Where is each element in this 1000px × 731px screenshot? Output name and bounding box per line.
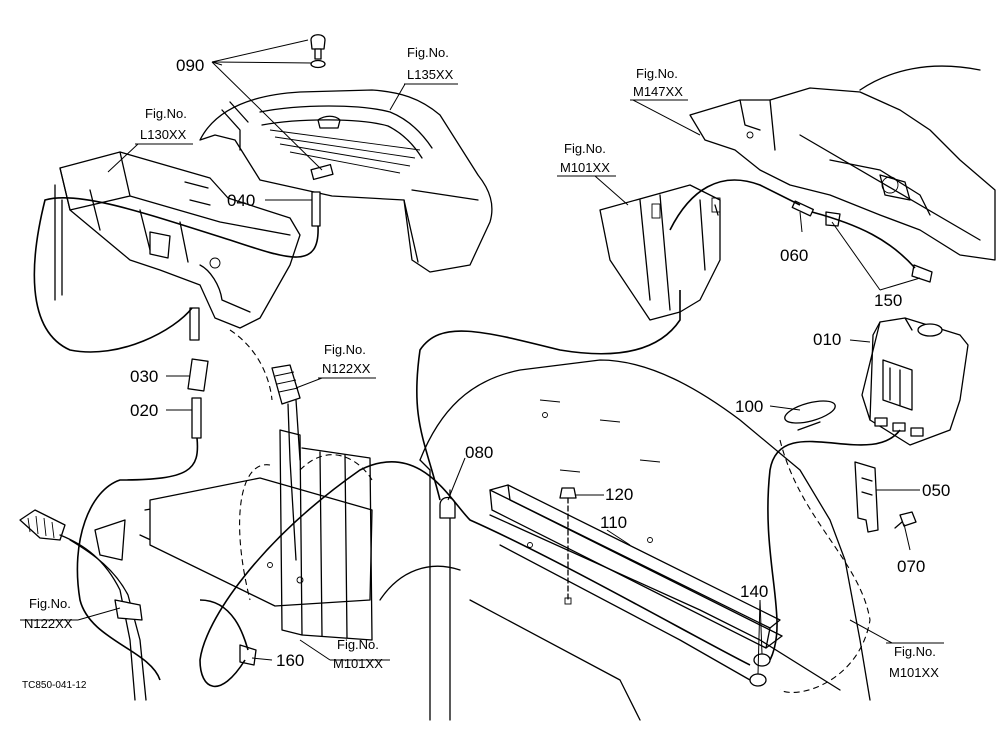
svg-text:Fig.No.: Fig.No.: [145, 106, 187, 121]
bolt-070-illustration: [894, 511, 917, 529]
fig-ref-frame-lower-mid: Fig.No. M101XX: [330, 637, 390, 671]
drawing-id: TC850-041-12: [22, 680, 87, 691]
part-label-110: 110: [600, 513, 627, 532]
fig-ref-number: M147XX: [633, 84, 683, 99]
pedal-left-illustration: [19, 509, 147, 701]
bolt-120-illustration: [559, 487, 577, 605]
rops-frame-illustration: [54, 151, 301, 329]
part-label-140: 140: [740, 582, 768, 601]
part-label-080: 080: [465, 443, 493, 462]
part-label-020: 020: [130, 401, 158, 420]
svg-text:Fig.No.: Fig.No.: [337, 637, 379, 652]
clamp-140-illustration: [749, 653, 771, 687]
bracket-050-illustration: [854, 461, 879, 533]
knob-090-illustration: [310, 34, 326, 69]
upper-mid-frame-illustration: [599, 184, 721, 321]
fig-ref-pedal-left: Fig.No. N122XX: [20, 596, 78, 631]
part-label-070: 070: [897, 557, 925, 576]
fender-illustration: [199, 89, 493, 273]
part-label-030: 030: [130, 367, 158, 386]
fig-ref-number: M101XX: [333, 656, 383, 671]
cable-parts: [187, 191, 933, 666]
fig-ref-pedal-mid: Fig.No. N122XX: [318, 342, 376, 379]
fig-ref-frame-upper: Fig.No. M101XX: [557, 141, 616, 177]
part-label-160: 160: [276, 651, 304, 670]
fig-ref-number: L135XX: [407, 67, 454, 82]
svg-text:Fig.No.: Fig.No.: [324, 342, 366, 357]
svg-text:Fig.No.: Fig.No.: [407, 45, 449, 60]
channel-110-illustration: [489, 484, 783, 649]
dash-frame-illustration: [689, 65, 996, 261]
fig-ref-frame-lower-right: Fig.No. M101XX: [886, 642, 944, 680]
lower-frame-illustration: [139, 359, 871, 721]
reservoir-010-illustration: [861, 317, 969, 446]
hidden-lines: [229, 329, 871, 693]
svg-text:Fig.No.: Fig.No.: [894, 644, 936, 659]
fig-ref-rops-frame: Fig.No. L130XX: [135, 106, 193, 145]
part-labels: 090 040 030 020 060 150 010 100 050 070 …: [130, 56, 950, 670]
leader-lines: [77, 39, 921, 675]
fig-ref-number: M101XX: [560, 160, 610, 175]
throttle-cable: [33, 179, 916, 688]
part-label-150: 150: [874, 291, 902, 310]
svg-text:Fig.No.: Fig.No.: [29, 596, 71, 611]
fig-ref-dash-frame: Fig.No. M147XX: [630, 66, 688, 101]
fig-ref-number: N122XX: [322, 361, 371, 376]
part-label-010: 010: [813, 330, 841, 349]
part-label-090: 090: [176, 56, 204, 75]
fig-ref-number: L130XX: [140, 127, 187, 142]
fig-ref-number: M101XX: [889, 665, 939, 680]
fig-ref-number: N122XX: [24, 616, 73, 631]
svg-text:Fig.No.: Fig.No.: [636, 66, 678, 81]
svg-text:Fig.No.: Fig.No.: [564, 141, 606, 156]
part-label-120: 120: [605, 485, 633, 504]
part-label-100: 100: [735, 397, 763, 416]
part-label-040: 040: [227, 191, 255, 210]
part-label-060: 060: [780, 246, 808, 265]
fig-ref-fender: Fig.No. L135XX: [404, 45, 458, 85]
part-label-050: 050: [922, 481, 950, 500]
pedal-mid-illustration: [271, 364, 301, 561]
